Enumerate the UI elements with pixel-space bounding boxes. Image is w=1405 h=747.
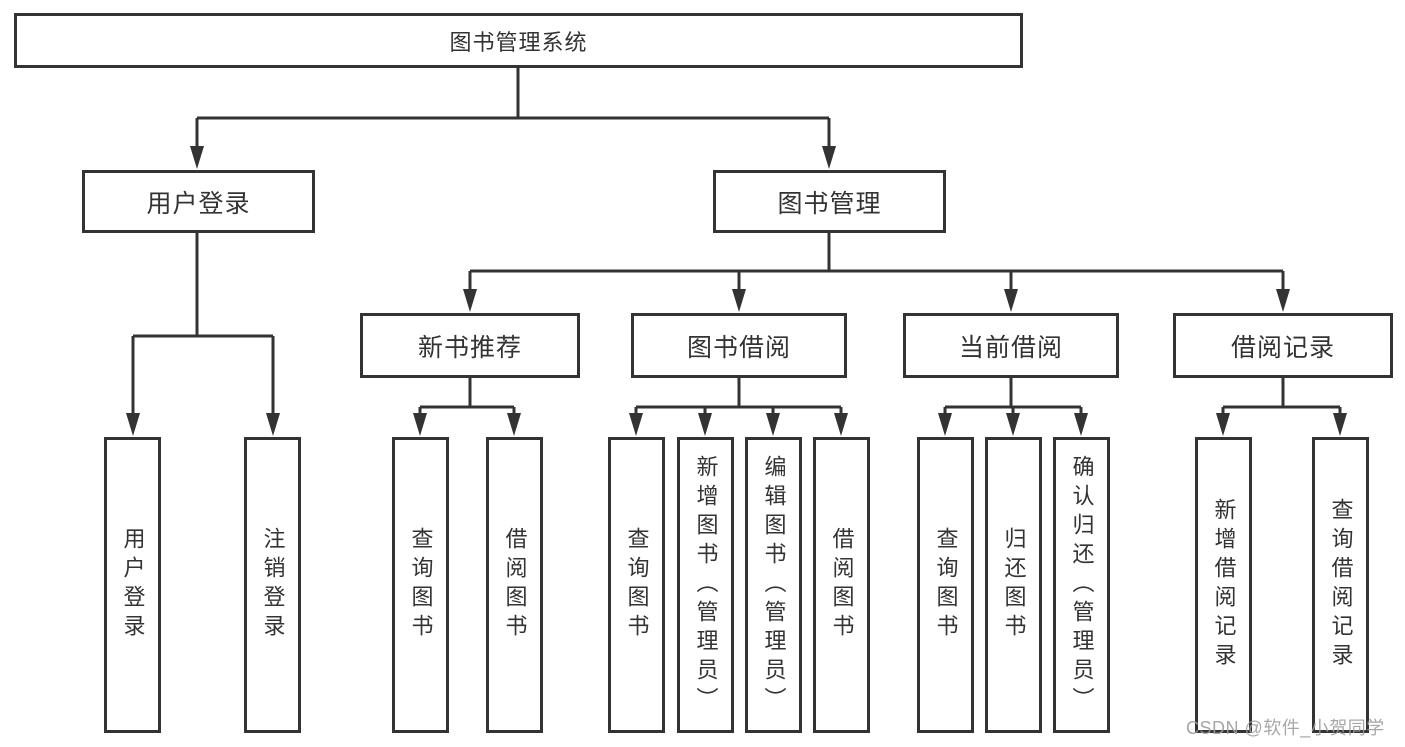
connector-user-login-group: [131, 233, 275, 416]
node-label: 确认归还（管理员）: [1069, 454, 1095, 716]
node-user-login: 用户登录: [82, 170, 315, 233]
arrowhead-icon: [463, 289, 477, 312]
arrowhead-icon: [766, 413, 780, 436]
node-label: 图书管理系统: [449, 29, 588, 55]
leaf-return-book: 归还图书: [985, 437, 1042, 733]
arrowhead-icon: [413, 413, 427, 436]
node-label: 借阅图书: [502, 527, 528, 643]
arrowhead-icon: [1276, 289, 1290, 312]
leaf-query-books-borrowing: 查询图书: [608, 437, 665, 733]
node-label: 新增图书（管理员）: [693, 454, 719, 716]
leaf-query-books-recommend: 查询图书: [392, 437, 449, 733]
node-label: 归还图书: [1001, 527, 1027, 643]
node-label: 借阅记录: [1230, 333, 1335, 362]
arrowhead-icon: [1074, 413, 1088, 436]
connector-book-management-to-level3: [468, 233, 1285, 292]
leaf-query-borrow-record: 查询借阅记录: [1312, 437, 1369, 733]
node-book-management: 图书管理: [713, 170, 946, 233]
node-label: 图书借阅: [686, 333, 791, 362]
arrowhead-icon: [1006, 413, 1020, 436]
leaf-user-login: 用户登录: [104, 437, 161, 733]
arrowhead-icon: [834, 413, 848, 436]
node-current-borrowing: 当前借阅: [903, 313, 1119, 378]
arrowhead-icon: [1004, 289, 1018, 312]
arrowhead-icon: [1333, 413, 1347, 436]
arrowhead-icon: [266, 413, 280, 436]
node-label: 新书推荐: [417, 333, 522, 362]
leaf-add-borrow-record: 新增借阅记录: [1195, 437, 1252, 733]
arrowhead-icon: [507, 413, 521, 436]
leaf-query-books-current: 查询图书: [917, 437, 974, 733]
node-label: 查询图书: [408, 527, 434, 643]
leaf-logout: 注销登录: [244, 437, 301, 733]
node-label: 用户登录: [120, 527, 146, 643]
connector-current-borrowing-group: [943, 378, 1083, 416]
arrowhead-icon: [126, 413, 140, 436]
arrowhead-icon: [190, 146, 204, 169]
leaf-borrow-books-recommend: 借阅图书: [486, 437, 543, 733]
node-label: 注销登录: [260, 527, 286, 643]
node-label: 编辑图书（管理员）: [761, 454, 787, 716]
leaf-borrow-books-borrowing: 借阅图书: [813, 437, 870, 733]
arrowhead-icon: [732, 289, 746, 312]
node-label: 借阅图书: [829, 527, 855, 643]
connector-root-to-level2: [195, 68, 831, 150]
connector-book-borrowing-group: [634, 378, 843, 416]
node-new-book-recommendation: 新书推荐: [360, 313, 580, 378]
node-book-management-system: 图书管理系统: [14, 13, 1023, 68]
leaf-add-book-admin: 新增图书（管理员）: [677, 437, 734, 733]
connector-new-book-group: [418, 378, 516, 416]
leaf-confirm-return-admin: 确认归还（管理员）: [1053, 437, 1110, 733]
arrowhead-icon: [822, 146, 836, 169]
arrowhead-icon: [938, 413, 952, 436]
node-label: 用户登录: [146, 189, 251, 218]
node-borrowing-records: 借阅记录: [1173, 313, 1393, 378]
node-label: 查询图书: [933, 527, 959, 643]
node-label: 当前借阅: [958, 333, 1063, 362]
node-book-borrowing: 图书借阅: [631, 313, 847, 378]
node-label: 新增借阅记录: [1211, 498, 1237, 672]
leaf-edit-book-admin: 编辑图书（管理员）: [745, 437, 802, 733]
connector-borrowing-records-group: [1221, 378, 1342, 416]
node-label: 图书管理: [777, 189, 882, 218]
node-label: 查询借阅记录: [1328, 498, 1354, 672]
arrowhead-icon: [1216, 413, 1230, 436]
csdn-watermark: CSDN @软件_小贺同学: [1186, 718, 1385, 738]
arrowhead-icon: [698, 413, 712, 436]
arrowhead-icon: [629, 413, 643, 436]
node-label: 查询图书: [624, 527, 650, 643]
